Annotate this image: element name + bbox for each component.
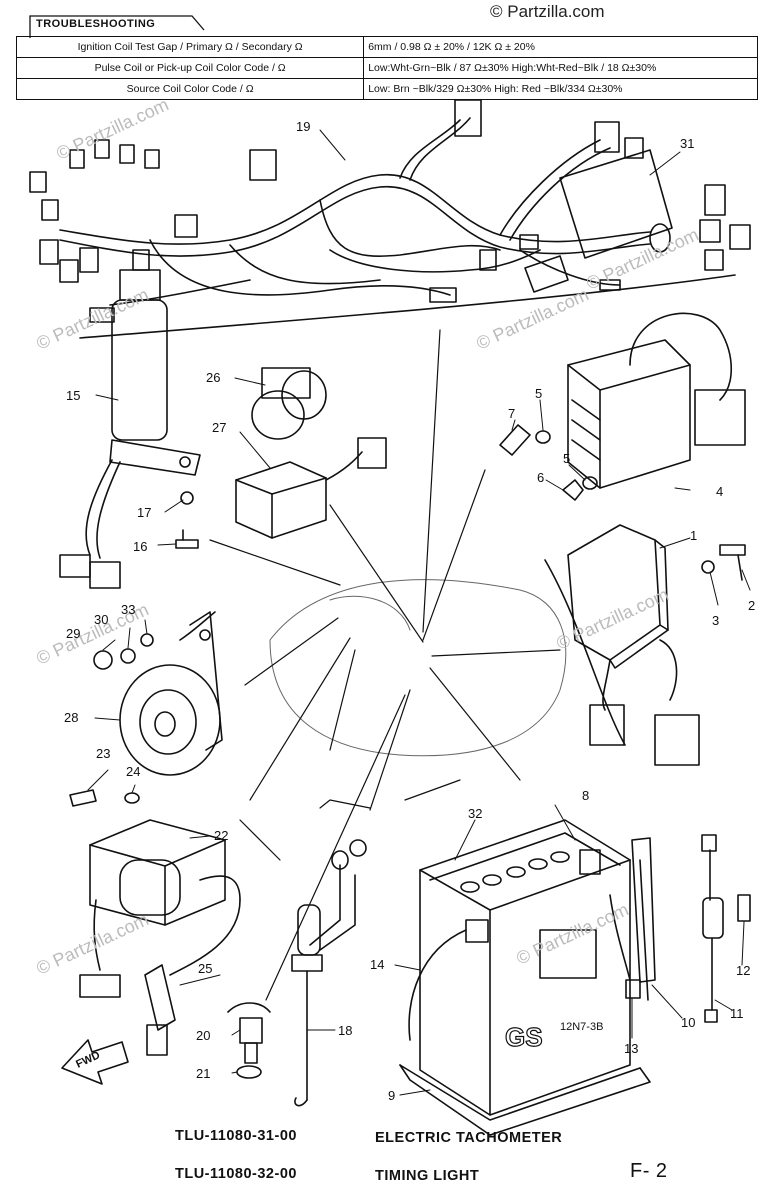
battery-model: 12N7-3B <box>560 1021 603 1033</box>
callout-2: 2 <box>748 598 755 613</box>
callout-1: 1 <box>690 528 697 543</box>
troubleshooting-table: Ignition Coil Test Gap / Primary Ω / Sec… <box>15 36 758 100</box>
callout-19: 19 <box>296 119 310 134</box>
callout-leaders <box>87 129 751 1096</box>
callout-15: 15 <box>66 388 80 403</box>
callout-32: 32 <box>468 806 482 821</box>
callout-11: 11 <box>730 1006 744 1021</box>
callout-24: 24 <box>126 764 140 779</box>
table-row: Source Coil Color Code / Ω Low: Brn ~Blk… <box>15 78 758 100</box>
tool-name: ELECTRIC TACHOMETER <box>375 1130 563 1146</box>
troubleshooting-label: Source Coil Color Code / Ω <box>15 78 365 100</box>
callout-numbers: 1 2 3 4 5 5 6 7 8 9 10 11 12 13 14 15 16… <box>64 119 755 1103</box>
callout-22: 22 <box>214 828 228 843</box>
callout-30: 30 <box>94 612 108 627</box>
callout-31: 31 <box>680 136 694 151</box>
tool-part-number: TLU-11080-32-00 <box>175 1166 297 1182</box>
horn-28 <box>93 611 223 776</box>
frame-outline <box>269 579 567 757</box>
callout-13: 13 <box>624 1041 638 1056</box>
troubleshooting-tab-outline <box>29 15 205 38</box>
callout-10: 10 <box>681 1015 695 1030</box>
callout-27: 27 <box>212 420 226 435</box>
flasher-relay-27 <box>235 437 387 539</box>
callout-20: 20 <box>196 1028 210 1043</box>
watermark: © Partzilla.com <box>33 284 151 353</box>
callout-7: 7 <box>508 406 515 421</box>
watermark: © Partzilla.com <box>513 899 631 968</box>
watermark-top: © Partzilla.com <box>490 2 605 21</box>
callout-8: 8 <box>582 788 589 803</box>
wire-harness-19 <box>29 99 751 339</box>
callout-6: 6 <box>537 470 544 485</box>
table-row: Ignition Coil Test Gap / Primary Ω / Sec… <box>15 36 758 58</box>
callout-25: 25 <box>198 961 212 976</box>
relay-26 <box>251 367 327 440</box>
troubleshooting-value: 6mm / 0.98 Ω ± 20% / 12K Ω ± 20% <box>363 36 758 58</box>
callout-18: 18 <box>338 1023 352 1038</box>
callout-3: 3 <box>712 613 719 628</box>
leader-lines <box>209 329 561 1001</box>
troubleshooting-header: TROUBLESHOOTING <box>16 14 758 38</box>
battery-9 <box>399 819 751 1136</box>
callout-4: 4 <box>716 484 723 499</box>
watermark: © Partzilla.com <box>53 94 171 163</box>
callout-28: 28 <box>64 710 78 725</box>
callout-23: 23 <box>96 746 110 761</box>
rectifier-regulator-4 <box>499 312 746 501</box>
fwd-label: FWD <box>74 1049 102 1070</box>
callout-17: 17 <box>137 505 151 520</box>
callout-12: 12 <box>736 963 750 978</box>
watermark: © Partzilla.com <box>583 224 701 293</box>
callout-9: 9 <box>388 1088 395 1103</box>
neutral-switch-18 <box>291 839 367 1107</box>
page-label: F- 2 <box>630 1160 668 1182</box>
main-switch-15 <box>59 249 201 589</box>
callout-16: 16 <box>133 539 147 554</box>
troubleshooting-value: Low: Brn ~Blk/329 Ω±30% High: Red ~Blk/3… <box>363 78 758 100</box>
troubleshooting-title: TROUBLESHOOTING <box>36 18 156 30</box>
watermark: © Partzilla.com <box>33 909 151 978</box>
callout-21: 21 <box>196 1066 210 1081</box>
callout-5: 5 <box>535 386 542 401</box>
tool-part-number: TLU-11080-31-00 <box>175 1128 297 1144</box>
callout-33: 33 <box>121 602 135 617</box>
callout-14: 14 <box>370 957 384 972</box>
fwd-arrow-icon <box>61 1039 129 1085</box>
watermark: © Partzilla.com <box>473 284 591 353</box>
tool-name: TIMING LIGHT <box>375 1168 480 1184</box>
callout-26: 26 <box>206 370 220 385</box>
troubleshooting-label: Ignition Coil Test Gap / Primary Ω / Sec… <box>15 36 365 58</box>
troubleshooting-panel: TROUBLESHOOTING Ignition Coil Test Gap /… <box>15 14 758 100</box>
battery-brand: GS <box>505 1022 543 1052</box>
callout-29: 29 <box>66 626 80 641</box>
callout-5: 5 <box>563 451 570 466</box>
cdi-unit-1 <box>544 524 746 766</box>
